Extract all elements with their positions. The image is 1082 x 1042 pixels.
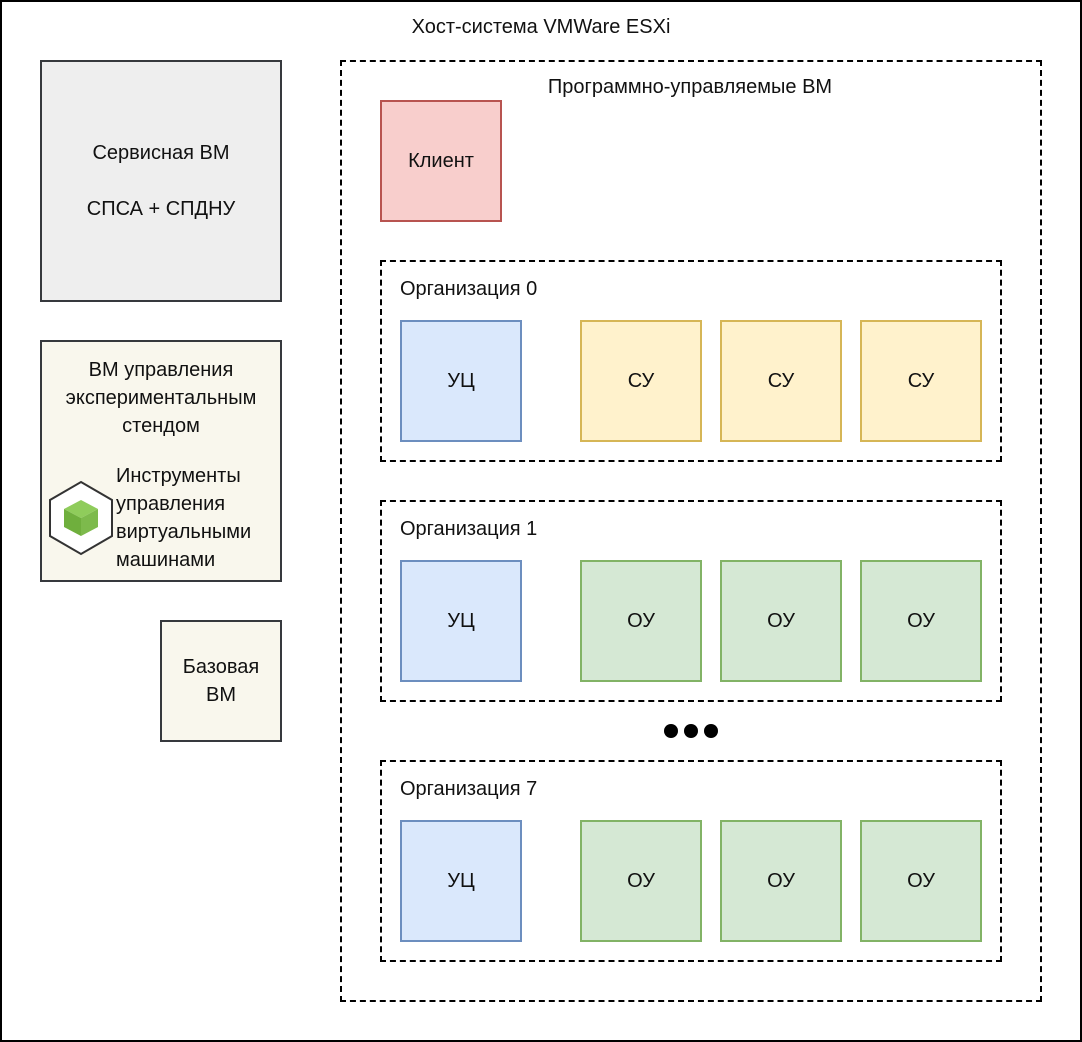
ellipsis-dot xyxy=(704,724,718,738)
control-vm-title: ВМ управления экспериментальным стендом xyxy=(65,359,257,437)
service-vm-services: СПСА + СПДНУ xyxy=(86,198,236,220)
org-1-node[interactable]: ОУ xyxy=(720,560,842,682)
tools-label: Инструменты управления виртуальными маши… xyxy=(116,465,252,571)
client-vm[interactable]: Клиент xyxy=(380,100,502,222)
org-0-node[interactable]: СУ xyxy=(860,320,982,442)
org-1-uc[interactable]: УЦ xyxy=(400,560,522,682)
base-vm[interactable]: Базовая ВМ xyxy=(160,620,282,742)
org-7 xyxy=(380,760,1002,962)
org-1-node[interactable]: ОУ xyxy=(860,560,982,682)
host-title: Хост-система VMWare ESXi xyxy=(411,16,671,38)
service-vm-name: Сервисная ВМ xyxy=(92,142,230,164)
org-7-node[interactable]: ОУ xyxy=(580,820,702,942)
managed-vms-container xyxy=(340,60,1042,1002)
org-7-uc[interactable]: УЦ xyxy=(400,820,522,942)
org-7-node[interactable]: ОУ xyxy=(720,820,842,942)
org-1-node[interactable]: ОУ xyxy=(580,560,702,682)
org-1 xyxy=(380,500,1002,702)
org-0-node[interactable]: СУ xyxy=(580,320,702,442)
control-vm[interactable]: ВМ управления экспериментальным стендом … xyxy=(40,340,282,582)
ellipsis-dot xyxy=(684,724,698,738)
managed-vms-title: Программно-управляемые ВМ xyxy=(547,76,833,98)
cube-icon xyxy=(49,480,113,556)
org-1-title: Организация 1 xyxy=(400,518,538,540)
org-7-title: Организация 7 xyxy=(400,778,538,800)
org-0-node[interactable]: СУ xyxy=(720,320,842,442)
org-0-title: Организация 0 xyxy=(400,278,538,300)
service-vm[interactable]: Сервисная ВМ СПСА + СПДНУ xyxy=(40,60,282,302)
org-7-node[interactable]: ОУ xyxy=(860,820,982,942)
org-0-uc[interactable]: УЦ xyxy=(400,320,522,442)
ellipsis-dot xyxy=(664,724,678,738)
org-0 xyxy=(380,260,1002,462)
